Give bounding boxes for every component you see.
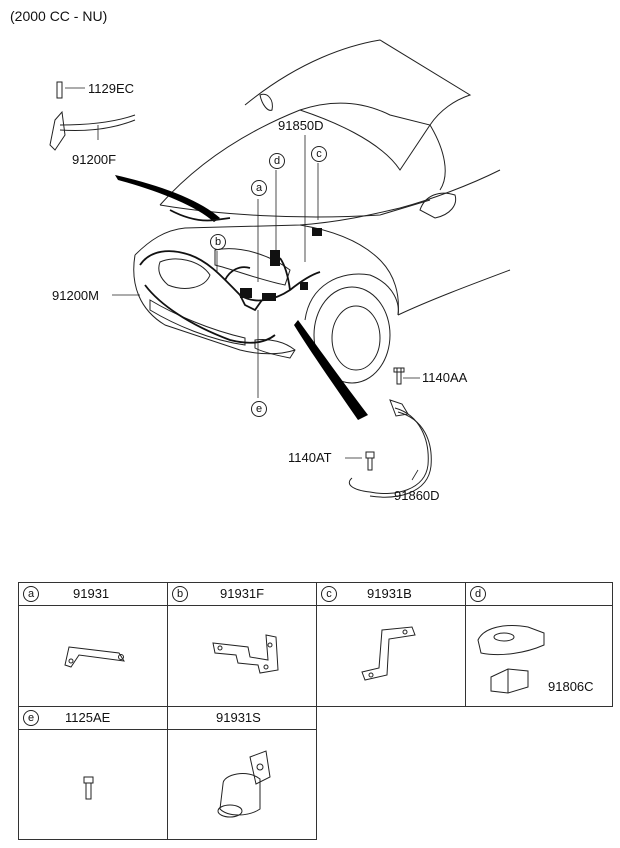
cable-91860d (348, 407, 429, 495)
pointer-swoosh-lower (294, 320, 368, 420)
parts-cell-header: a 91931 (19, 583, 167, 606)
cable-91860d-2 (369, 411, 432, 498)
harness-main (139, 250, 321, 302)
parts-cell-d: d 91806C (465, 582, 613, 707)
bracket-91931s-drawing (217, 750, 271, 818)
part-number-91931b: 91931B (367, 586, 412, 601)
part-number-1125ae: 1125AE (65, 710, 111, 725)
car-wheel-arch (304, 273, 399, 321)
diagram-heading: (2000 CC - NU) (10, 8, 108, 24)
parts-letter-b: b (172, 586, 188, 602)
harness-91200f-lower (59, 119, 136, 131)
leader-91860d (411, 469, 419, 481)
ref-marker-d: d (269, 153, 285, 169)
part-number-91931f: 91931F (220, 586, 265, 601)
car-front-wheel (313, 286, 391, 384)
car-mirror (419, 192, 457, 219)
terminal-91860d (389, 399, 409, 417)
parts-cell-a: a 91931 (18, 582, 168, 707)
ref-marker-e: e (251, 401, 267, 417)
harness-lower (144, 284, 276, 344)
parts-cell-e: e 1125AE (18, 706, 168, 840)
bolt-1125ae-drawing (83, 776, 94, 800)
parts-cell-header: e 1125AE (19, 707, 167, 730)
harness-91200f (59, 114, 136, 126)
callout-91850d: 91850D (278, 118, 324, 133)
harness-branch-b (224, 266, 251, 281)
car-front-wheel-inner (331, 305, 381, 371)
bolt-1140at (365, 451, 375, 471)
part-number-91806c: 91806C (548, 679, 594, 694)
parts-letter-e: e (23, 710, 39, 726)
harness-branch-a (239, 294, 263, 312)
callout-1140at: 1140AT (288, 450, 332, 465)
part-number-91931: 91931 (73, 586, 110, 601)
parts-cell-header: b 91931F (168, 583, 316, 606)
car-antenna (259, 93, 273, 111)
connector-block-5 (300, 282, 308, 290)
connector-block-3 (262, 293, 276, 301)
ref-marker-b: b (210, 234, 226, 250)
harness-upper-link (169, 209, 231, 222)
car-bumper (133, 254, 296, 355)
parts-letter-c: c (321, 586, 337, 602)
bracket-91931f-drawing (212, 634, 279, 674)
callout-1140aa: 1140AA (422, 370, 468, 385)
connector-91806c-drawing (477, 625, 545, 694)
parts-cell-header: c 91931B (317, 583, 465, 606)
car-roof-line (244, 39, 472, 126)
part-number-91931s: 91931S (216, 710, 261, 725)
bracket-91931b-drawing (361, 626, 416, 681)
car-lower-grille (149, 299, 246, 346)
callout-1129ec: 1129EC (88, 81, 135, 96)
callout-91860d: 91860D (394, 488, 440, 503)
connector-block-2 (240, 288, 252, 298)
ref-marker-c: c (311, 146, 327, 162)
car-fender (299, 224, 399, 316)
ref-marker-a: a (251, 180, 267, 196)
parts-cell-header: d (466, 583, 612, 606)
parts-letter-a: a (23, 586, 39, 602)
car-side-lower (397, 269, 511, 316)
car-grille (158, 258, 211, 289)
car-fog-area (254, 339, 296, 359)
callout-91200m: 91200M (52, 288, 99, 303)
pointer-swoosh-upper (115, 175, 220, 222)
car-side-line (399, 169, 501, 209)
bracket-91200f (49, 110, 66, 151)
connector-block-1 (270, 250, 280, 266)
car-windshield (299, 109, 431, 171)
car-front-fascia (134, 207, 401, 256)
parts-cell-91931s: 91931S (167, 706, 317, 840)
parts-cell-c: c 91931B (316, 582, 466, 707)
parts-cell-b: b 91931F (167, 582, 317, 707)
bolt-1129ec (56, 81, 63, 99)
parts-cell-header: 91931S (168, 707, 316, 730)
bracket-91931-drawing (64, 646, 125, 668)
bolt-1140aa (393, 367, 405, 385)
harness-branch-c (279, 257, 291, 291)
car-hood-line (159, 102, 446, 206)
parts-letter-d: d (470, 586, 486, 602)
connector-block-4 (312, 228, 322, 236)
callout-91200f: 91200F (72, 152, 117, 167)
